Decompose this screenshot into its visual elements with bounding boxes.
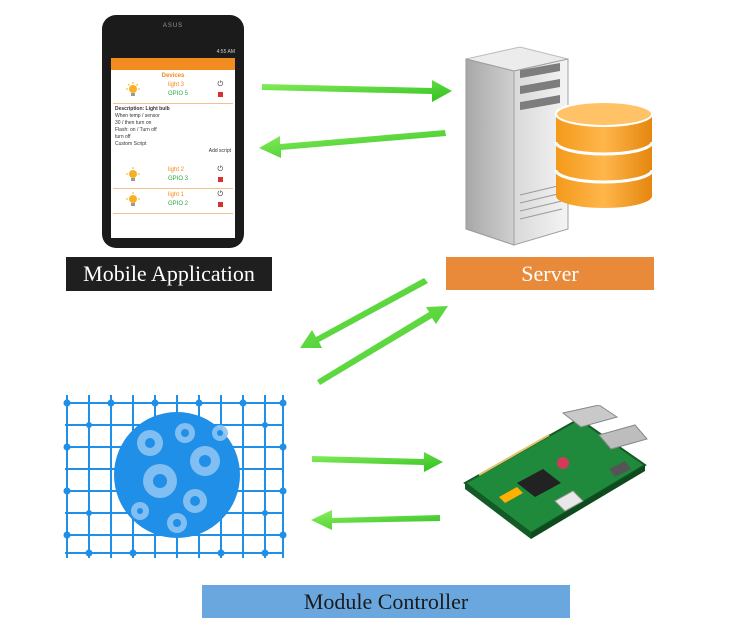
arrow-mobile-to-server [262,80,452,102]
lightbulb-icon [126,167,140,181]
phone-status-time: 4:55 AM [216,49,235,55]
device-gpio: GPIO 2 [168,201,189,207]
device-name: light 1 [168,192,185,198]
arrow-server-to-module [300,278,428,348]
phone-brand: ASUS [162,23,184,29]
trash-icon [218,92,223,97]
settings-line: 30 / then turn on [115,120,152,126]
trash-icon [218,202,223,207]
power-icon: ⏻ [217,191,223,198]
settings-line: Flash: on / Turn off [115,127,157,133]
device-row: light 1 GPIO 2 ⏻ [113,189,233,214]
custom-script: Custom Script [115,141,147,147]
app-toolbar [111,58,235,70]
raspberry-pi-icon [463,405,648,539]
lightbulb-icon [126,192,140,206]
database-icon [554,101,654,208]
device-name: light 3 [168,82,185,88]
device-name: light 2 [168,167,185,173]
server-tower-icon [465,46,569,246]
settings-heading: Description: Light bulb [115,106,170,112]
device-row: light 2 GPIO 3 ⏻ [113,164,233,189]
gear-globe-icon [63,395,287,558]
screen-title: Devices [161,73,185,79]
add-script: Add script [208,148,231,154]
arrow-module-to-server [317,306,448,385]
device-gpio: GPIO 3 [168,176,189,182]
settings-line: turn off [115,134,131,140]
phone-screen: Devices light 3 GPIO 5 ⏻ Description: Li… [111,58,235,238]
server-label: Server [446,257,654,290]
settings-line: When temp / sensor [115,113,160,119]
device-row: light 3 GPIO 5 ⏻ [113,79,233,104]
mobile-application-label: Mobile Application [66,257,272,291]
lightbulb-icon [126,82,140,96]
trash-icon [218,177,223,182]
arrow-server-to-mobile [259,130,446,158]
phone-icon: ASUS 4:55 AM Devices light 3 GPIO 5 ⏻ De… [102,15,244,248]
power-icon: ⏻ [217,81,223,88]
arrow-module-to-rpi [312,452,443,472]
device-gpio: GPIO 5 [168,91,189,97]
module-controller-label: Module Controller [202,585,570,618]
arrow-rpi-to-module [311,510,440,530]
device-settings: Description: Light bulb When temp / sens… [111,104,235,164]
power-icon: ⏻ [217,166,223,173]
